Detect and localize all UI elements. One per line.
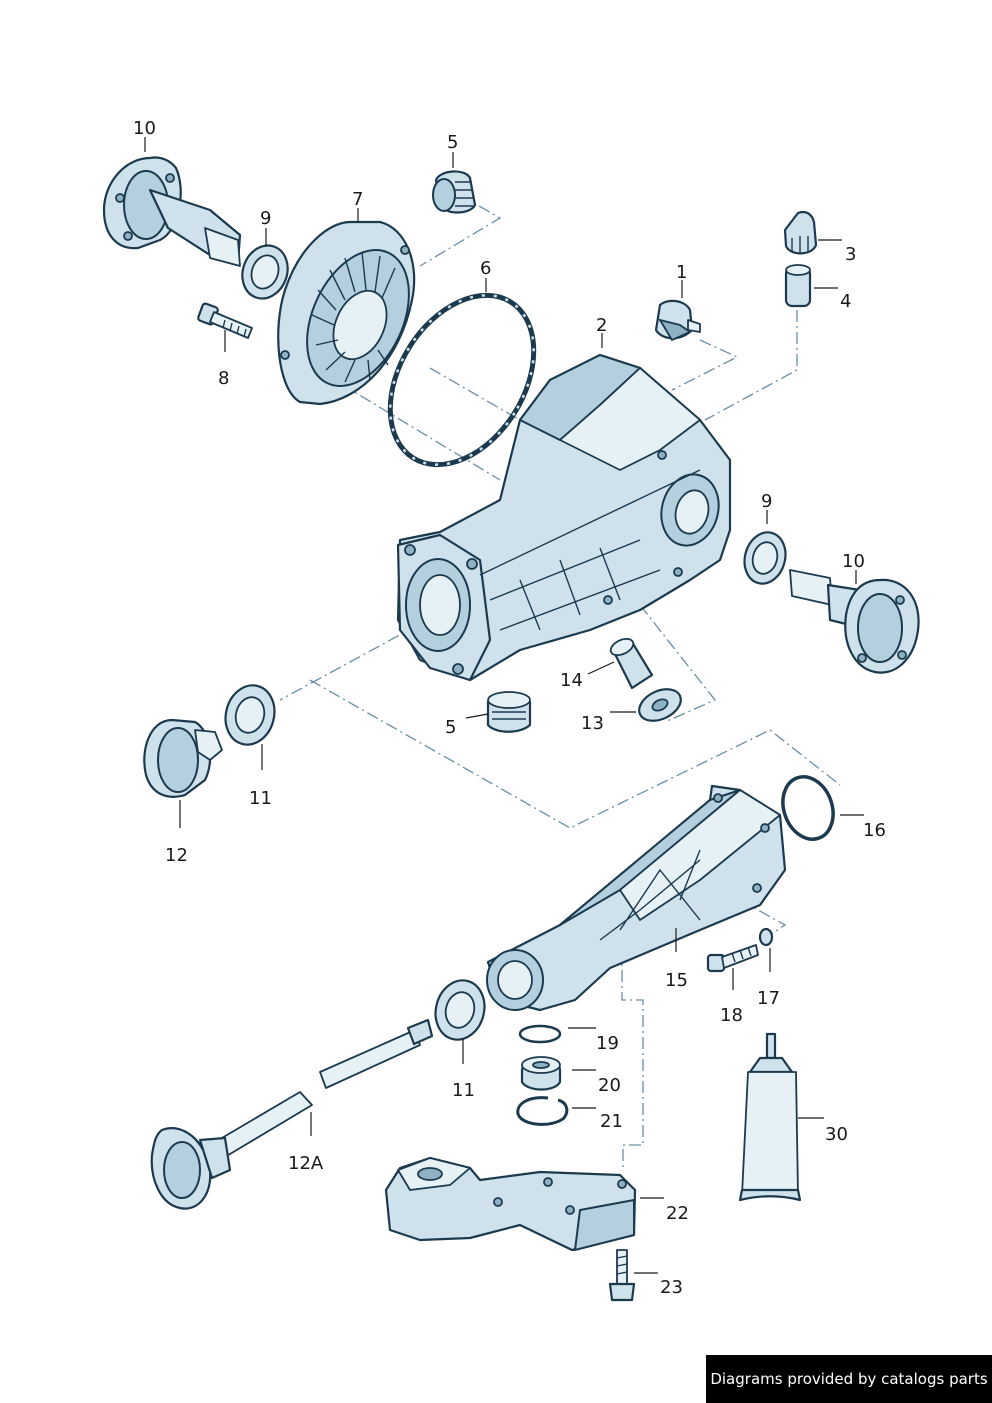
bolt-part-23 [608,1249,636,1302]
label-10-left: 10 [133,118,156,139]
label-1: 1 [676,262,687,283]
label-21: 21 [600,1111,623,1132]
label-4: 4 [840,291,851,312]
label-6: 6 [480,258,491,279]
gasket-part-16 [781,775,835,841]
bolt-part-18 [706,944,759,973]
gasket-ring-part-6 [387,292,537,468]
grease-tube-part-30 [738,1032,802,1202]
driveshaft-part-12A [150,1018,434,1210]
plug-part-5-top [432,170,477,214]
mount-part-13 [638,688,682,722]
o-ring-part-19 [518,1024,562,1044]
label-30: 30 [825,1124,848,1145]
seal-part-9-top [241,244,289,300]
label-3: 3 [845,244,856,265]
bush-part-14 [609,637,654,690]
cover-part-7 [277,220,416,406]
label-17: 17 [757,988,780,1009]
bracket-part-22 [384,1156,637,1252]
label-9-top: 9 [260,208,271,229]
footer-text: Diagrams provided by catalogs parts [710,1370,988,1388]
label-12: 12 [165,845,188,866]
seal-part-11-lower [434,979,486,1041]
seal-part-11-left [224,684,276,746]
label-11-lower: 11 [452,1080,475,1101]
cap-part-3 [783,210,818,255]
clip-part-1 [654,299,701,342]
label-2: 2 [596,315,607,336]
flange-shaft-part-10-right [789,569,920,674]
leader-lines [144,137,864,1274]
label-18: 18 [720,1005,743,1026]
label-5-top: 5 [447,132,458,153]
footer-banner: Diagrams provided by catalogs parts [706,1355,992,1403]
label-11-left: 11 [249,788,272,809]
bushing-part-4 [784,264,812,308]
circlip-part-21 [516,1096,569,1126]
label-10-right: 10 [842,551,865,572]
label-19: 19 [596,1033,619,1054]
flange-part-12 [143,718,223,798]
washer-part-17 [758,927,774,947]
bush-part-20 [520,1056,562,1091]
bolt-part-8 [197,302,253,339]
plug-part-5-bottom [486,691,532,733]
extension-tube-part-15 [486,784,787,1012]
label-9-right: 9 [761,491,772,512]
label-8: 8 [218,368,229,389]
label-20: 20 [598,1075,621,1096]
label-16: 16 [863,820,886,841]
label-22: 22 [666,1203,689,1224]
label-15: 15 [665,970,688,991]
seal-part-9-right [743,531,787,585]
flange-shaft-part-10-left [102,156,242,267]
housing-part-2 [396,353,732,682]
label-14: 14 [560,670,583,691]
label-13: 13 [581,713,604,734]
label-23: 23 [660,1277,683,1298]
label-5-bottom: 5 [445,717,456,738]
part-labels: 10 9 7 5 6 1 3 4 2 8 9 10 14 5 13 11 12 … [133,118,886,1298]
label-12A: 12A [288,1153,324,1174]
label-7: 7 [352,189,363,210]
